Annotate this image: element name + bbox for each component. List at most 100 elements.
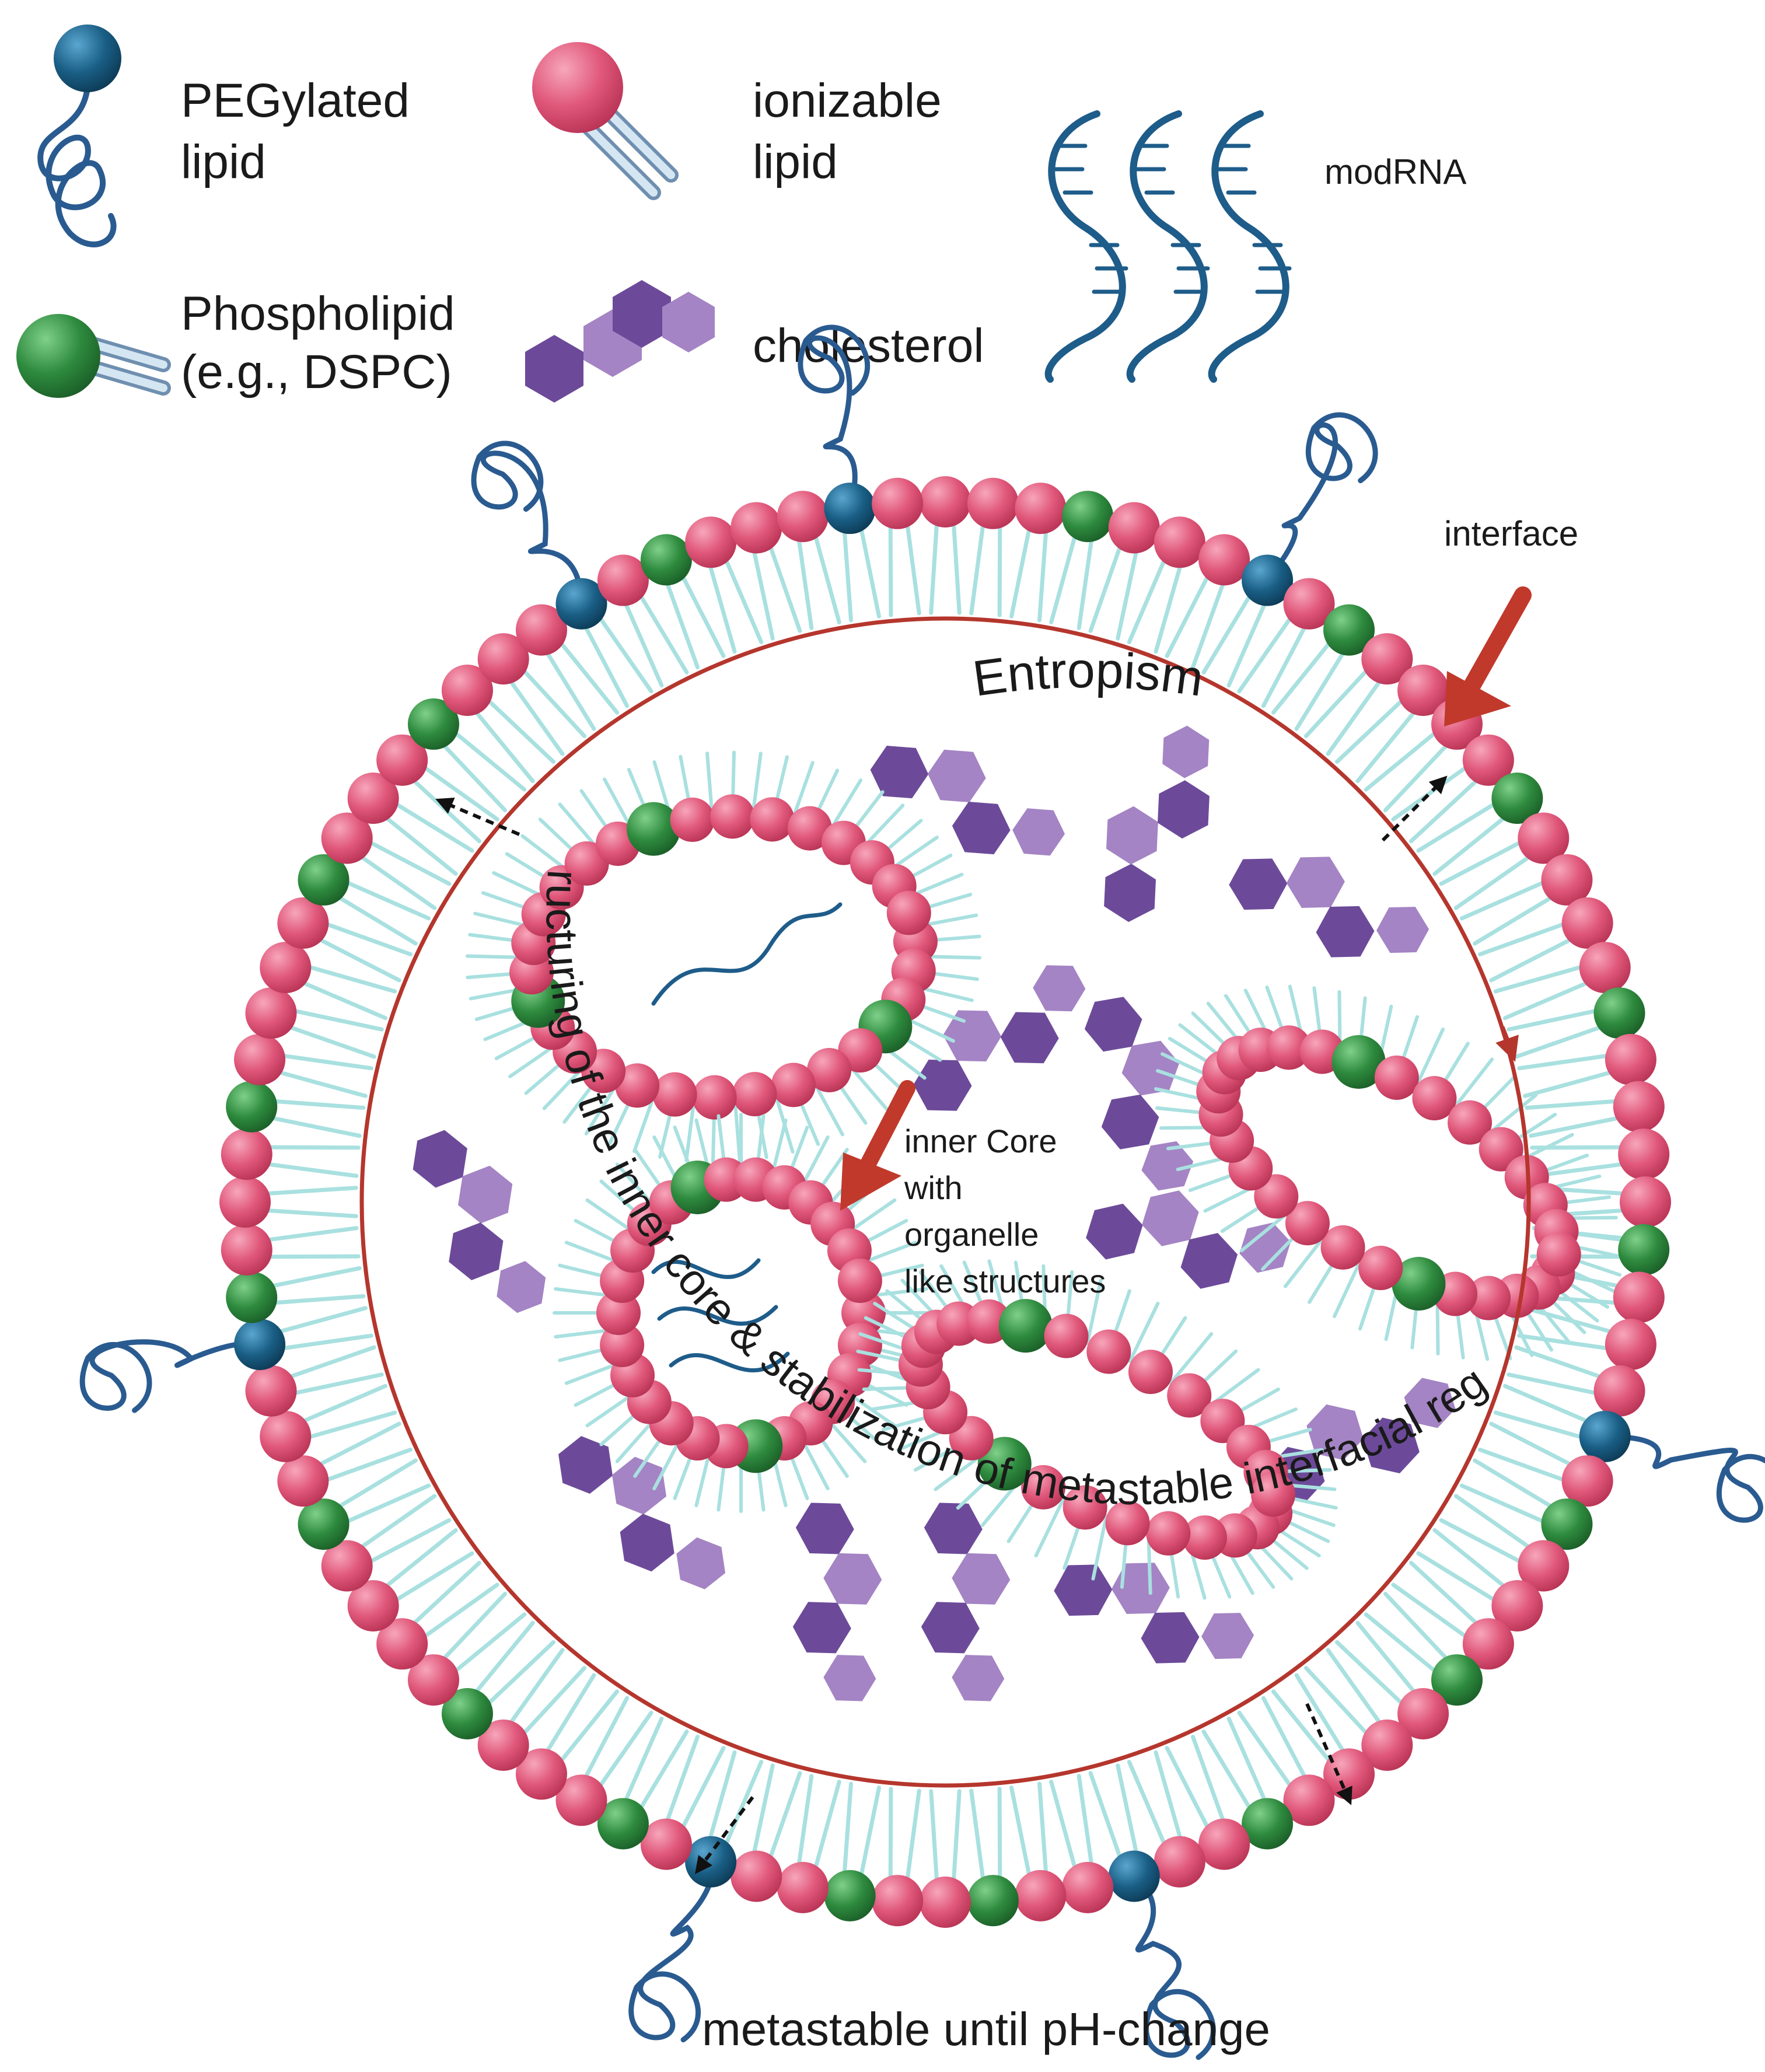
ionizable-lipid-head	[477, 1719, 529, 1771]
lipid-tail	[1334, 695, 1420, 784]
cholesterol-molecule	[1086, 1190, 1291, 1289]
ionizable-lipid-head	[234, 1033, 286, 1085]
interface-arrow-tip	[1495, 1026, 1519, 1062]
ionizable-lipid-head	[347, 772, 399, 824]
ionizable-lipid-head	[1198, 534, 1250, 586]
phospholipid-head	[998, 1299, 1053, 1353]
lipid-tail	[1439, 1494, 1535, 1566]
phospholipid-head	[298, 854, 349, 906]
cholesterol-molecule	[870, 746, 1065, 856]
lipid-tail	[1088, 1763, 1140, 1864]
lipid-tail	[1049, 1774, 1095, 1874]
ionizable-lipid-head	[260, 1410, 312, 1462]
ionizable-lipid-head	[347, 1580, 399, 1632]
modrna-strand	[651, 1258, 790, 1373]
ionizable-lipid-head	[750, 797, 795, 842]
cholesterol-molecule	[921, 1503, 1011, 1701]
ionizable-lipid-head	[515, 604, 567, 656]
ionizable-lipid-head	[277, 897, 329, 949]
phospholipid-head	[226, 1081, 278, 1133]
ionizable-lipid-head	[1518, 1540, 1570, 1592]
ionizable-lipid-head	[652, 1072, 697, 1117]
ionizable-label-line1: ionizable	[753, 74, 942, 127]
ionizable-lipid-head	[321, 1540, 373, 1592]
peg-chains	[79, 324, 1765, 2060]
ionizable-lipid-head	[1062, 1861, 1114, 1913]
phospholipid-head	[1431, 1654, 1483, 1706]
ionizable-lipid-head	[1412, 1076, 1457, 1121]
ionizable-lipid-icon	[532, 42, 679, 200]
modrna-label: modRNA	[1324, 152, 1466, 191]
vesicle-right	[1154, 984, 1623, 1361]
ionizable-lipid-head	[1462, 1618, 1514, 1670]
lipid-tail	[1165, 1734, 1227, 1834]
ionizable-lipid-head	[221, 1128, 272, 1180]
ionizable-lipid-head	[1105, 1501, 1150, 1546]
phospholipid-head	[226, 1271, 278, 1323]
ionizable-lipid-head	[1361, 1719, 1413, 1771]
cholesterol-icon	[525, 280, 715, 403]
ionizable-lipid-head	[1086, 1329, 1131, 1374]
vesicle-upper-left	[465, 750, 982, 1163]
phospholipid-head	[1541, 1498, 1593, 1550]
phospholipid-label-line2: (e.g., DSPC)	[181, 345, 452, 399]
lipid-tail	[1088, 540, 1140, 641]
ionizable-lipid-head	[777, 1861, 829, 1913]
lipid-tail	[1507, 1008, 1607, 1059]
lipid-tail	[707, 1750, 764, 1850]
lipid-tail	[1517, 1053, 1617, 1098]
core-label: inner Core with organelle like structure…	[904, 1123, 1106, 1299]
modrna-icon	[1044, 110, 1292, 383]
lipid-tail	[355, 1494, 452, 1566]
ionizable-lipid-head	[1063, 1485, 1107, 1530]
ionizable-lipid-head	[670, 797, 715, 842]
lipid-tail	[333, 1458, 431, 1526]
ionizable-lipid-head	[1015, 483, 1067, 534]
phospholipid-head	[1618, 1224, 1670, 1276]
lipid-tail	[313, 1421, 413, 1484]
ionizable-lipid-head	[1561, 1455, 1613, 1507]
core-arrow	[840, 1080, 915, 1211]
outer-lipid-shell	[219, 476, 1671, 1928]
ionizable-lipid-head	[245, 987, 297, 1039]
ionizable-lipid-head	[1283, 578, 1335, 630]
ionizable-lipid-head	[1358, 1246, 1403, 1291]
peg-label-line1: PEGylated	[181, 74, 410, 127]
ionizable-lipid-head	[1167, 1373, 1212, 1418]
peg-chain	[628, 1859, 715, 2043]
ionizable-lipid-head	[1605, 1033, 1656, 1085]
ionizable-lipid-head	[731, 1850, 782, 1902]
lipid-tail	[273, 1306, 373, 1351]
interface-circle	[359, 616, 1531, 1788]
ionizable-lipid-head	[277, 1455, 329, 1507]
ionizable-lipid-head	[1021, 1465, 1066, 1510]
lipid-tail	[1493, 963, 1593, 1021]
lipid-tail	[333, 878, 431, 946]
phospholipid-head	[627, 802, 681, 856]
vesicle-lower	[856, 1259, 1338, 1600]
lipid-tail	[1364, 728, 1452, 813]
ionizable-lipid-head	[710, 794, 755, 839]
lipid-tail	[1493, 1383, 1593, 1441]
phospholipid-head	[298, 1498, 349, 1550]
cholesterol-molecules	[413, 725, 1456, 1701]
modrna-strand	[651, 902, 843, 1006]
lipid-tail	[1127, 554, 1184, 654]
ionizable-lipid-head	[1146, 1511, 1191, 1556]
lipid-tail	[1271, 637, 1348, 731]
lipid-tail	[261, 1226, 361, 1259]
phospholipid-head	[1331, 1035, 1386, 1089]
ionizable-lipid-head	[1620, 1176, 1671, 1228]
lipid-tail	[1049, 530, 1095, 630]
peg-lipid-head	[1242, 554, 1294, 606]
lipid-tail	[380, 799, 474, 876]
ionizable-lipid-head	[1198, 1818, 1250, 1870]
core-label-line: like structures	[904, 1263, 1106, 1299]
phospholipid-head	[640, 534, 692, 586]
lipid-tail	[260, 1186, 358, 1218]
inner-core-organelles	[465, 750, 1623, 1600]
ionizable-lipid-head	[1044, 1313, 1089, 1358]
phospholipid-head	[597, 1798, 649, 1850]
peg-chain	[798, 324, 871, 511]
